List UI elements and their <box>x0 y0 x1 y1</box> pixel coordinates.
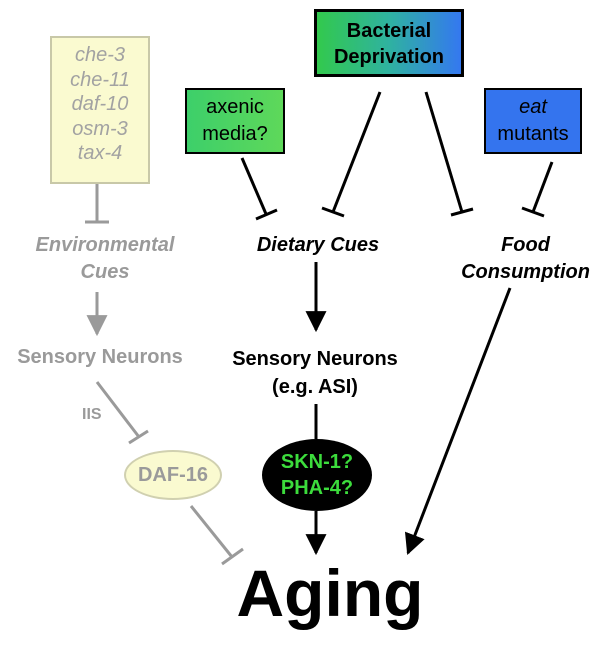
sensory-mid-line2: (e.g. ASI) <box>272 376 358 398</box>
axenic-media-box: axenic media? <box>185 88 285 154</box>
food-line1: Food <box>501 234 550 256</box>
eat-line1: eat <box>519 96 547 118</box>
bacterial-inhibit-food-edge <box>424 91 464 213</box>
skn-line1: SKN-1? <box>280 451 354 473</box>
sensory-neurons-asi-node: Sensory Neurons (e.g. ASI) <box>215 345 415 401</box>
eat-inhibit-food-edge <box>531 161 554 213</box>
gene-label: che-11 <box>70 68 130 91</box>
genes-box: che-3 che-11 daf-10 osm-3 tax-4 <box>50 36 150 184</box>
bacterial-inhibit-dietary-edge <box>331 91 382 213</box>
food-to-aging-edge <box>404 287 512 555</box>
gene-label: osm-3 <box>72 117 128 140</box>
sensory-neurons-left-node: Sensory Neurons <box>17 346 183 368</box>
skn1-pha4-node: SKN-1? PHA-4? <box>262 439 372 511</box>
environmental-cues-node: Environmental Cues <box>10 232 200 286</box>
sensory-mid-line1: Sensory Neurons <box>232 348 398 370</box>
bacterial-line2: Deprivation <box>333 46 445 68</box>
axenic-line2: media? <box>202 123 268 145</box>
skn-line2: PHA-4? <box>280 477 354 499</box>
iis-inhibit-daf16-edge <box>95 381 141 438</box>
env-cues-line1: Environmental <box>35 234 175 256</box>
aging-node: Aging <box>236 556 424 630</box>
bacterial-deprivation-box: Bacterial Deprivation <box>314 9 464 77</box>
iis-label: IIS <box>82 406 102 423</box>
dietary-cues-node: Dietary Cues <box>256 234 380 256</box>
axenic-inhibit-dietary-edge <box>240 157 268 215</box>
bacterial-line1: Bacterial <box>346 20 432 42</box>
food-consumption-node: Food Consumption <box>448 232 600 286</box>
gene-label: daf-10 <box>71 93 129 115</box>
gene-label: tax-4 <box>77 142 123 164</box>
env-cues-line2: Cues <box>80 261 130 283</box>
daf16-node: DAF-16 <box>124 450 222 500</box>
eat-line2: mutants <box>497 123 569 145</box>
food-line2: Consumption <box>461 261 590 283</box>
axenic-line1: axenic <box>206 96 264 118</box>
daf16-inhibit-aging-edge <box>189 505 234 558</box>
gene-label: che-3 <box>74 44 126 66</box>
eat-mutants-box: eat mutants <box>484 88 582 154</box>
